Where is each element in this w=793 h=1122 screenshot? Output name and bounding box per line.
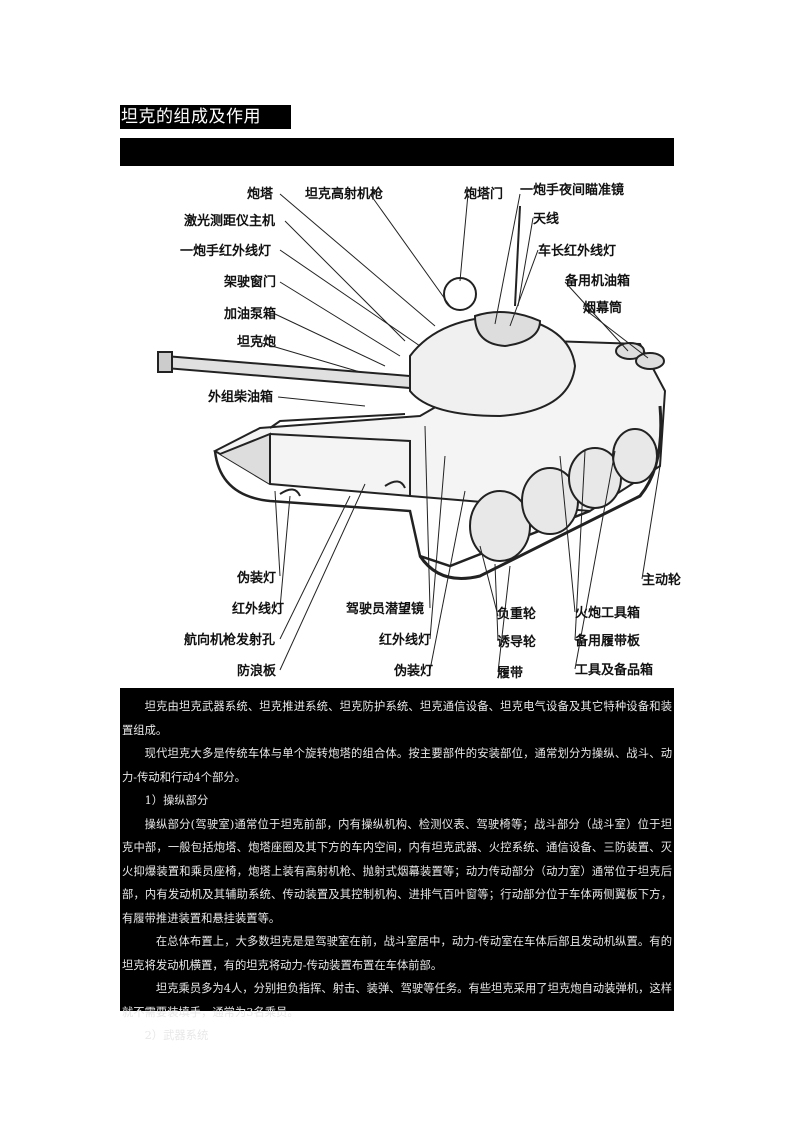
page-heading: 坦克的组成及作用 — [121, 107, 261, 127]
label-yanmu: 烟幕筒 — [583, 300, 622, 316]
label-jiayou: 加油泵箱 — [223, 306, 276, 322]
label-jiguang: 激光测距仪主机 — [184, 213, 275, 229]
label-yepao: 一炮手夜间瞄准镜 — [520, 182, 624, 198]
label-waizu: 外组柴油箱 — [207, 389, 273, 405]
tank-illustration: 炮塔 坦克高射机枪 炮塔门 一炮手夜间瞄准镜 激光测距仪主机 天线 一炮手红外线… — [157, 182, 681, 681]
label-hongwai2: 红外线灯 — [232, 601, 284, 617]
label-fuzhong: 负重轮 — [497, 606, 536, 622]
label-weizhuang1: 伪装灯 — [236, 570, 276, 586]
label-weizhuang2: 伪装灯 — [393, 663, 433, 679]
label-gaoshe: 坦克高射机枪 — [305, 186, 383, 202]
label-fanglang: 防浪板 — [237, 663, 277, 679]
label-hongwai1: 一炮手红外线灯 — [180, 243, 271, 259]
label-paota: 炮塔 — [247, 186, 274, 202]
paragraph-5: 在总体布置上，大多数坦克是是驾驶室在前，战斗室居中，动力-传动室在车体后部且发动… — [122, 935, 672, 972]
paragraph-1: 坦克由坦克武器系统、坦克推进系统、坦克防护系统、坦克通信设备、坦克电气设备及其它… — [122, 700, 672, 737]
label-huopao: 火炮工具箱 — [575, 605, 640, 621]
label-hangxiang: 航向机枪发射孔 — [184, 632, 275, 648]
label-paotamen: 炮塔门 — [464, 186, 503, 202]
tank-diagram: 炮塔 坦克高射机枪 炮塔门 一炮手夜间瞄准镜 激光测距仪主机 天线 一炮手红外线… — [120, 166, 720, 688]
label-gongju: 工具及备品箱 — [575, 662, 653, 678]
black-strip — [120, 138, 674, 166]
label-beiyonglv: 备用履带板 — [574, 633, 641, 649]
label-jiashi: 架驶窗门 — [223, 274, 276, 290]
label-zhudong: 主动轮 — [642, 572, 681, 588]
paragraph-6: 坦克乘员多为4人，分别担负指挥、射击、装弹、驾驶等任务。有些坦克采用了坦克炮自动… — [122, 982, 672, 1019]
tank-body-drawing — [157, 205, 667, 580]
label-chezhang: 车长红外线灯 — [538, 243, 616, 259]
label-tianxian: 天线 — [533, 211, 559, 227]
label-qianwang: 驾驶员潜望镜 — [346, 601, 424, 617]
label-tankpao: 坦克炮 — [237, 334, 276, 350]
heading-bar: 坦克的组成及作用 — [120, 105, 291, 129]
paragraph-4: 操纵部分(驾驶室)通常位于坦克前部，内有操纵机构、检测仪表、驾驶椅等；战斗部分（… — [122, 817, 672, 925]
label-hongwai3: 红外线灯 — [379, 632, 431, 648]
article-body: 坦克由坦克武器系统、坦克推进系统、坦克防护系统、坦克通信设备、坦克电气设备及其它… — [120, 688, 674, 1042]
label-youdao: 诱导轮 — [497, 634, 536, 650]
section-heading-1: 1）操纵部分 — [144, 794, 209, 807]
leader-lines — [254, 193, 661, 673]
label-beiyong: 备用机油箱 — [564, 273, 630, 289]
paragraph-2: 现代坦克大多是传统车体与单个旋转炮塔的组合体。按主要部件的安装部位，通常划分为操… — [122, 747, 672, 784]
section-heading-2: 2）武器系统 — [144, 1029, 209, 1042]
label-lvdai: 履带 — [497, 665, 523, 681]
